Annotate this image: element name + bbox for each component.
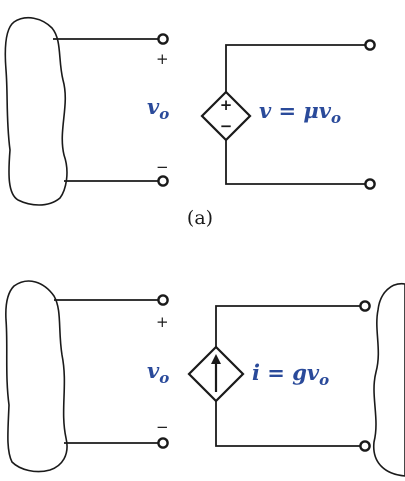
wire-a-source-top xyxy=(225,44,365,92)
caption-a: (a) xyxy=(187,207,213,229)
dependent-voltage-source xyxy=(200,90,252,142)
load-blob-b xyxy=(373,283,405,477)
network-blob-b xyxy=(5,280,68,473)
terminal-a-top-left xyxy=(157,33,169,45)
source-minus-sign: − xyxy=(220,117,233,135)
current-arrow-head-icon xyxy=(211,354,221,364)
wire-a-source-bottom xyxy=(225,140,365,185)
circuit-b: + − vo i = gvo xyxy=(5,280,405,477)
terminal-b-top-left xyxy=(157,294,169,306)
polarity-minus-a: − xyxy=(156,158,169,176)
circuit-a: + − vo + − v = μvo (a) xyxy=(4,16,376,229)
terminal-a-bottom-left xyxy=(157,175,169,187)
polarity-plus-b: + xyxy=(156,313,169,331)
terminal-a-top-right xyxy=(364,39,376,51)
network-blob-a xyxy=(4,16,68,206)
terminal-a-bottom-right xyxy=(364,178,376,190)
source-plus-sign: + xyxy=(220,96,233,114)
wire-b-source-bottom xyxy=(215,401,360,447)
polarity-minus-b: − xyxy=(156,418,169,436)
voltage-label-vo-b: vo xyxy=(147,358,169,387)
polarity-plus-a: + xyxy=(156,50,169,68)
terminal-b-bottom-right xyxy=(359,440,371,452)
terminal-b-top-right xyxy=(359,300,371,312)
equation-i-g-vo: i = gvo xyxy=(252,360,329,389)
wire-b-source-top xyxy=(215,305,360,347)
voltage-label-vo-a: vo xyxy=(147,94,169,123)
terminal-b-bottom-left xyxy=(157,437,169,449)
equation-v-mu-vo: v = μvo xyxy=(259,98,341,127)
